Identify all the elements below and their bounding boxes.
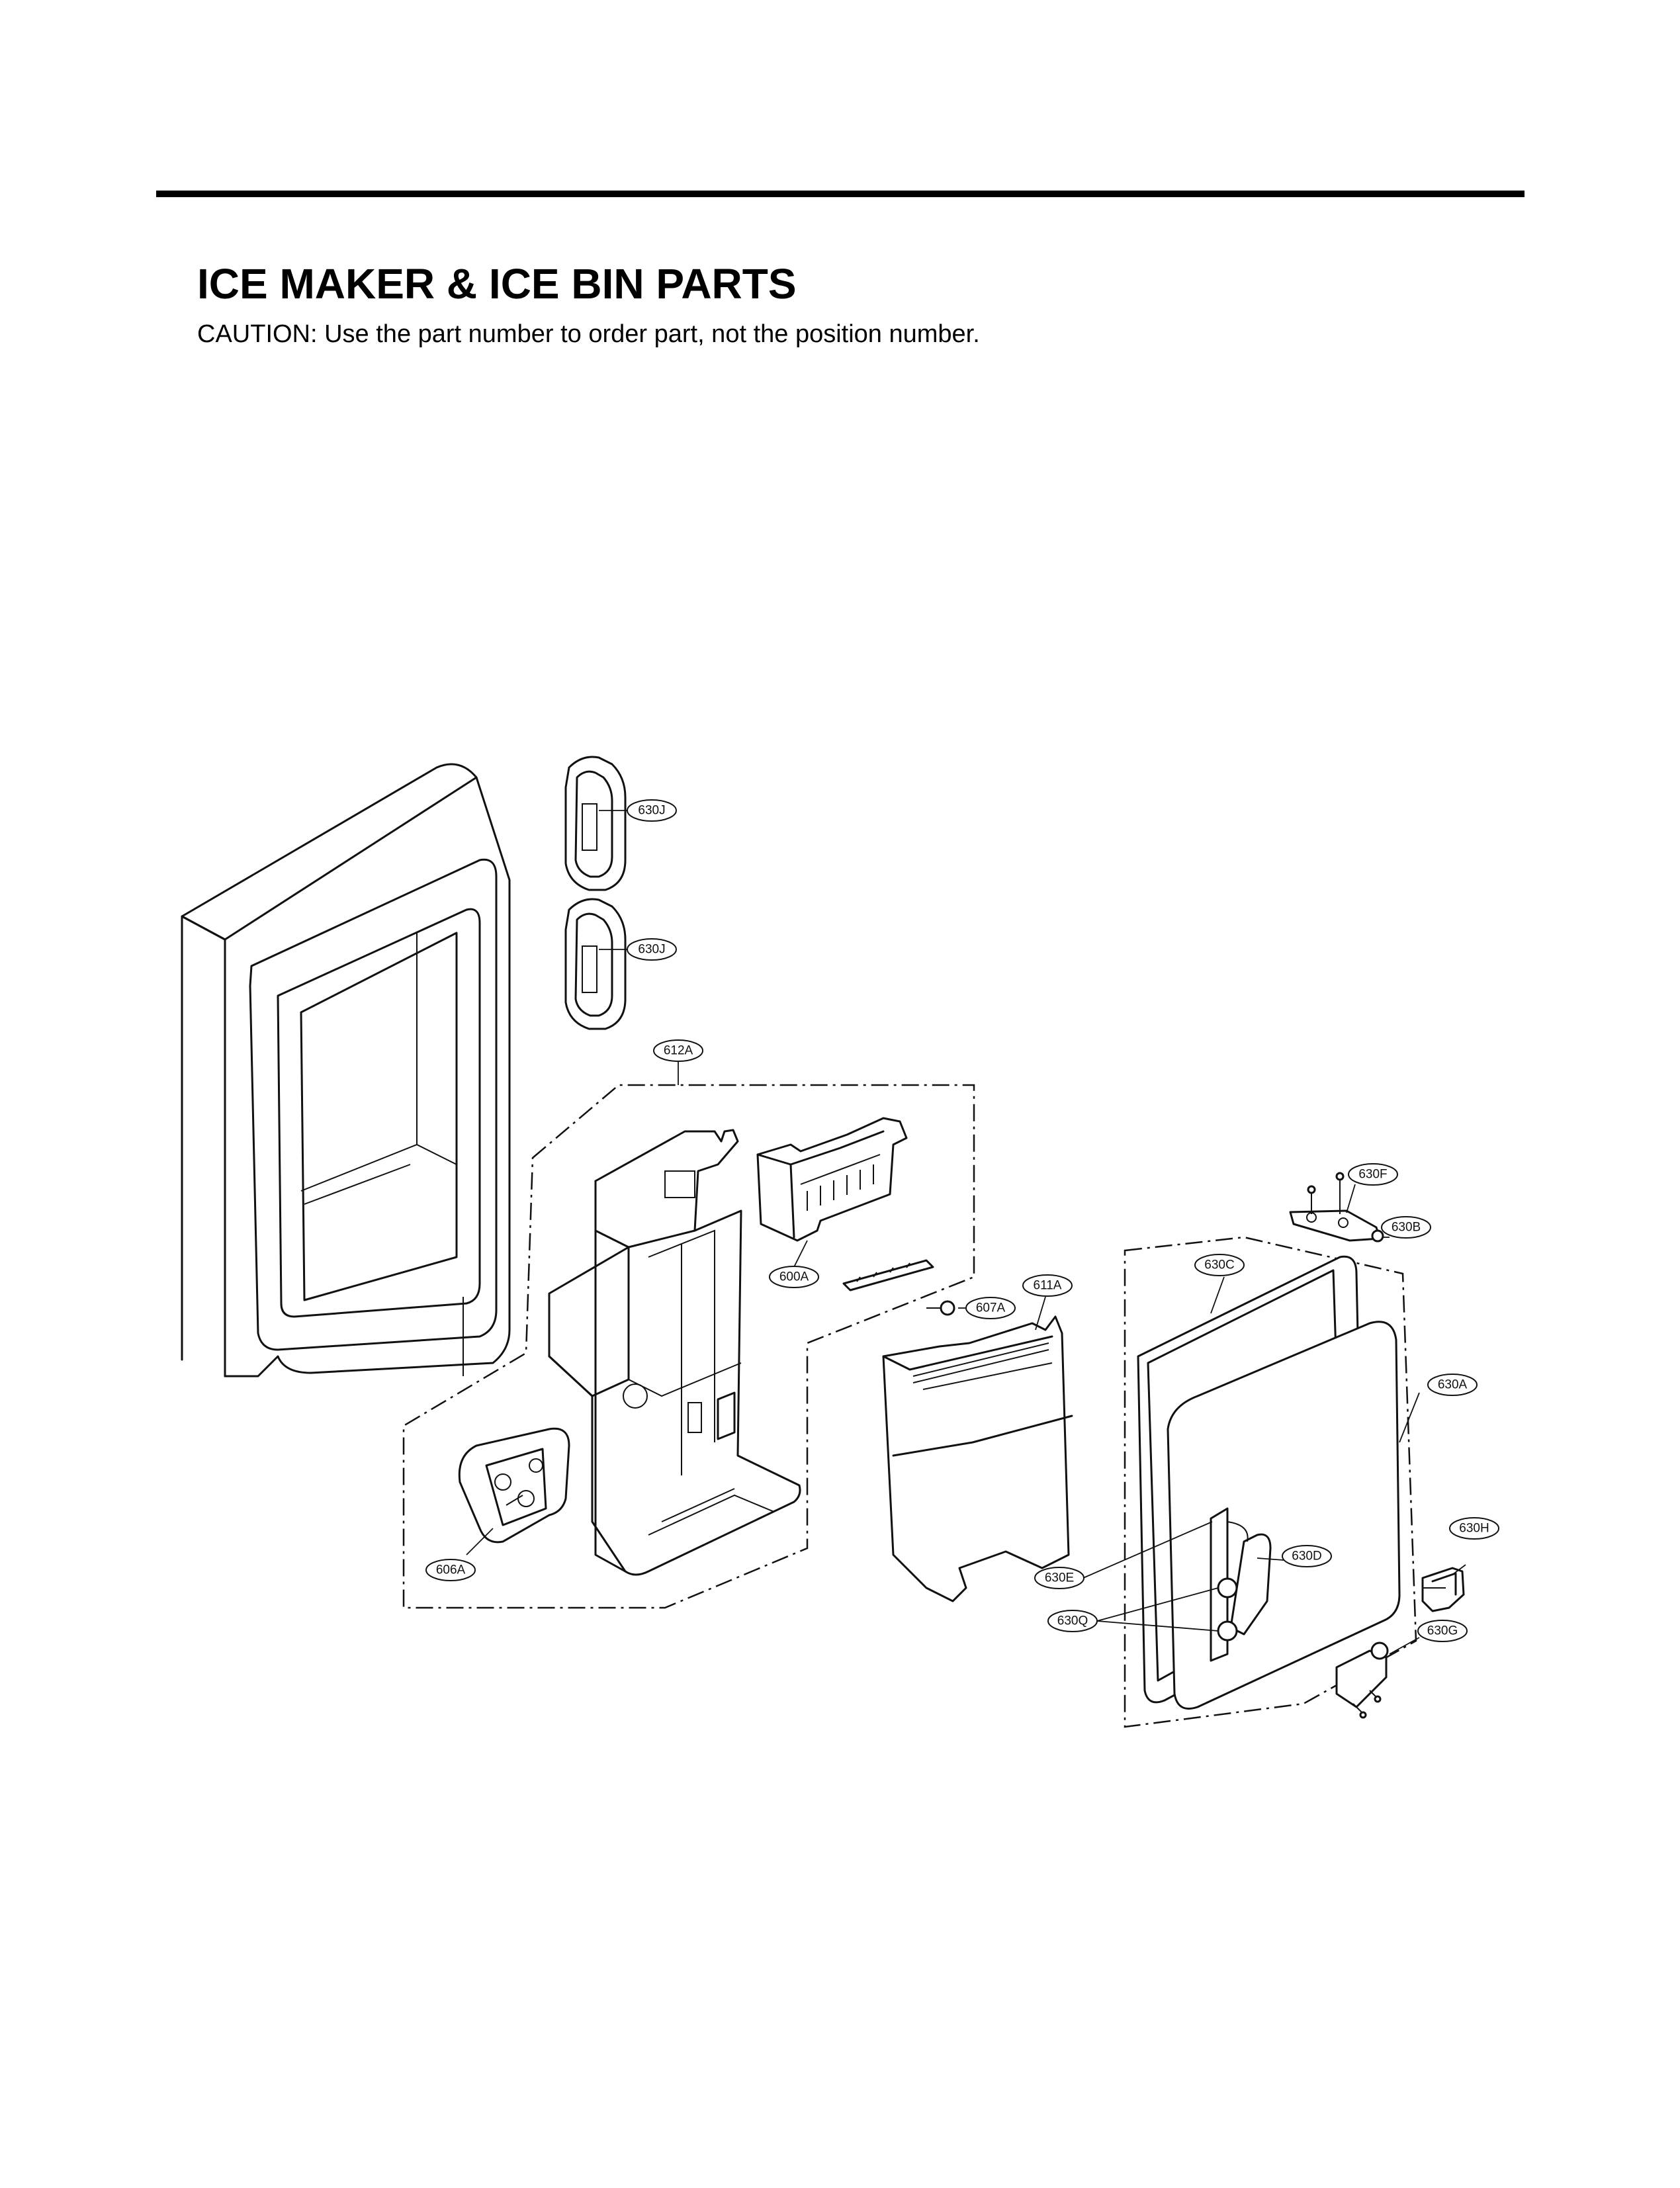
bottom-hinge-630G	[1335, 1641, 1389, 1719]
svg-text:630D: 630D	[1292, 1550, 1321, 1563]
assembly-boundary-612A	[402, 1084, 975, 1609]
callout-630F: 630F	[1348, 1163, 1398, 1186]
caution-note: CAUTION: Use the part number to order pa…	[197, 320, 980, 348]
callout-612A: 612A	[653, 1039, 703, 1062]
callout-630J-bottom: 630J	[627, 938, 677, 961]
hinge-cap-630J-bottom	[564, 898, 627, 1030]
ice-maker-600A	[756, 1117, 934, 1291]
callout-630E: 630E	[1034, 1567, 1084, 1589]
svg-text:611A: 611A	[1034, 1279, 1062, 1293]
callout-630Q: 630Q	[1047, 1610, 1098, 1632]
svg-text:630Q: 630Q	[1057, 1614, 1088, 1628]
svg-text:630E: 630E	[1045, 1571, 1074, 1585]
screw-607A	[926, 1300, 955, 1316]
header-rule	[156, 191, 1525, 197]
svg-text:630G: 630G	[1427, 1624, 1458, 1638]
svg-text:630F: 630F	[1358, 1168, 1387, 1182]
leader-lines	[466, 810, 1466, 1655]
svg-text:606A: 606A	[436, 1563, 466, 1577]
svg-text:600A: 600A	[779, 1270, 809, 1284]
svg-text:630J: 630J	[638, 804, 665, 818]
svg-text:630C: 630C	[1204, 1258, 1234, 1272]
auger-motor-606A	[458, 1427, 570, 1544]
door-liner	[181, 763, 511, 1378]
svg-text:612A: 612A	[664, 1044, 693, 1058]
callout-630A: 630A	[1427, 1374, 1478, 1396]
callout-607A: 607A	[965, 1297, 1016, 1319]
hinge-cap-630J-top	[564, 756, 627, 891]
svg-text:607A: 607A	[976, 1301, 1006, 1315]
callout-606A: 606A	[425, 1559, 476, 1581]
callout-611A: 611A	[1022, 1274, 1073, 1297]
hinge-630D	[1210, 1507, 1272, 1662]
assembly-boundary-630A	[1124, 1236, 1417, 1728]
page-title: ICE MAKER & ICE BIN PARTS	[197, 260, 797, 308]
ice-bin-housing	[548, 1129, 801, 1576]
callout-630G: 630G	[1417, 1620, 1468, 1642]
svg-text:630J: 630J	[638, 943, 665, 957]
clip-630H	[1421, 1567, 1465, 1612]
svg-text:630B: 630B	[1392, 1221, 1421, 1235]
callout-630B: 630B	[1381, 1216, 1431, 1239]
callout-630H: 630H	[1449, 1517, 1499, 1540]
bin-cover-611A	[882, 1315, 1073, 1602]
callout-600A: 600A	[769, 1266, 819, 1288]
callout-630C: 630C	[1194, 1254, 1245, 1276]
svg-text:630A: 630A	[1438, 1378, 1468, 1392]
callout-630J-top: 630J	[627, 799, 677, 822]
bin-door-630A	[1137, 1255, 1401, 1710]
callout-630D: 630D	[1282, 1545, 1332, 1567]
svg-text:630H: 630H	[1459, 1522, 1489, 1536]
